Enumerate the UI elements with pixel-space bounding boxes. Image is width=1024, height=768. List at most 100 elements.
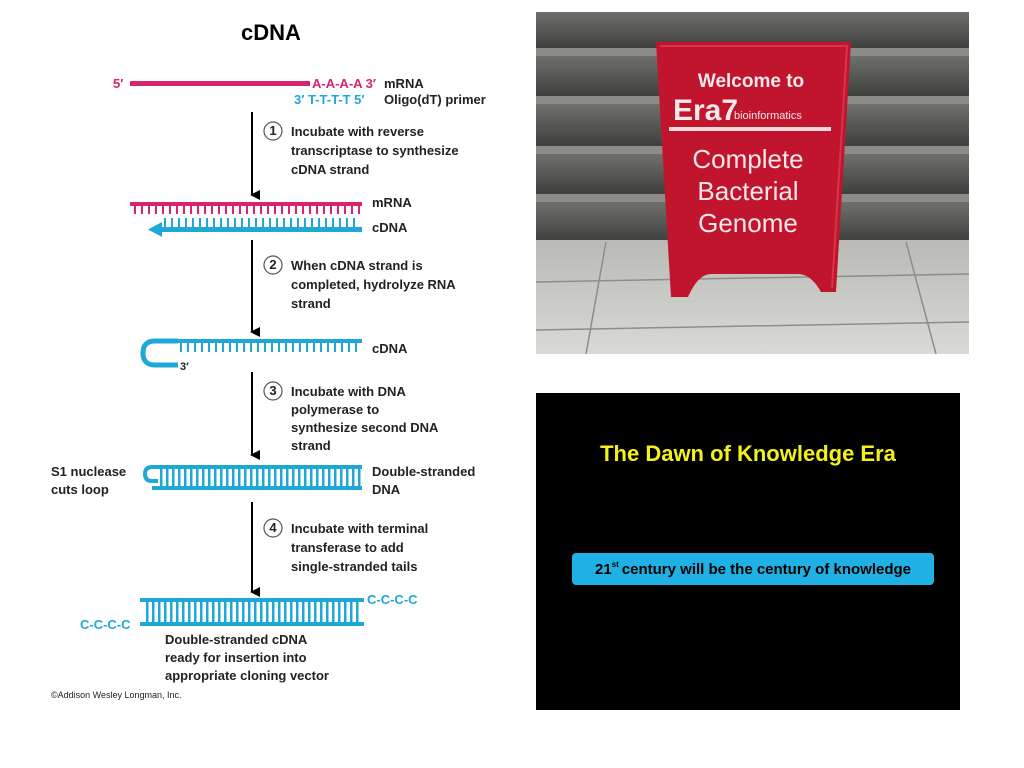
base-tick [323, 206, 325, 214]
base-tick [316, 206, 318, 214]
base-tick [230, 602, 233, 622]
base-tick [260, 206, 262, 214]
base-tick [208, 343, 210, 352]
base-tick [236, 343, 238, 352]
sign-illustration: Welcome to Era7 bioinformatics Complete … [536, 12, 969, 354]
base-tick [246, 206, 248, 214]
base-tick [332, 218, 334, 227]
base-tick [309, 206, 311, 214]
base-tick [238, 469, 241, 486]
step-2-line-1: When cDNA strand is [291, 258, 423, 273]
base-tick [330, 206, 332, 214]
base-tick [318, 218, 320, 227]
hybrid-cdna-label: cDNA [372, 220, 408, 235]
base-tick [274, 469, 277, 486]
base-tick [226, 469, 229, 486]
base-tick [253, 206, 255, 214]
base-tick [232, 206, 234, 214]
base-tick [187, 343, 189, 352]
base-tick [158, 602, 161, 622]
sign-complete: Complete [692, 144, 803, 174]
base-tick [313, 343, 315, 352]
base-tick [164, 218, 166, 227]
base-tick [262, 218, 264, 227]
base-tick [302, 602, 305, 622]
slide-box-ordinal: st [611, 559, 619, 569]
base-tick [204, 206, 206, 214]
base-tick [199, 218, 201, 227]
step-3-line-4: strand [291, 438, 331, 453]
base-tick [344, 602, 347, 622]
step-number-3: 3 [269, 383, 276, 398]
base-tick [271, 343, 273, 352]
base-tick [264, 343, 266, 352]
slide-box-text: century will be the century of knowledge [621, 560, 912, 578]
slide-title: The Dawn of Knowledge Era [600, 441, 896, 466]
base-tick [352, 469, 355, 486]
cdna-synthesis-diagram: 5′ A-A-A-A 3′ mRNA 3′ T-T-T-T 5′ Oligo(d… [51, 76, 486, 700]
oligo-dt-primer-label: Oligo(dT) primer [384, 92, 486, 107]
base-tick [288, 206, 290, 214]
base-tick [326, 602, 329, 622]
base-tick [201, 343, 203, 352]
base-tick [255, 218, 257, 227]
base-tick [290, 218, 292, 227]
base-tick [358, 469, 361, 486]
base-tick [280, 469, 283, 486]
base-tick [244, 469, 247, 486]
base-tick [194, 602, 197, 622]
mrna-label-top: mRNA [384, 76, 424, 91]
base-tick [285, 343, 287, 352]
base-tick [215, 343, 217, 352]
base-tick [346, 218, 348, 227]
step-number-2: 2 [269, 257, 276, 272]
oligo-dt-sequence: 3′ T-T-T-T 5′ [294, 92, 365, 107]
base-tick [206, 602, 209, 622]
base-tick [152, 602, 155, 622]
base-tick [146, 602, 149, 622]
base-tick [340, 469, 343, 486]
base-tick [334, 469, 337, 486]
base-tick [172, 469, 175, 486]
base-tick [170, 602, 173, 622]
base-tick [274, 206, 276, 214]
tail-left: C-C-C-C [80, 617, 131, 632]
base-tick [283, 218, 285, 227]
base-tick [248, 218, 250, 227]
base-tick [242, 602, 245, 622]
hybrid-mrna-label: mRNA [372, 195, 412, 210]
base-tick [353, 218, 355, 227]
base-tick [155, 206, 157, 214]
base-tick [250, 469, 253, 486]
base-tick [220, 469, 223, 486]
sign-bacterial: Bacterial [697, 176, 798, 206]
base-tick [314, 602, 317, 622]
base-tick [232, 469, 235, 486]
ds-dna-line-1: Double-stranded [372, 464, 475, 479]
base-tick [322, 469, 325, 486]
base-tick [328, 469, 331, 486]
step-4-line-1: Incubate with terminal [291, 521, 428, 536]
step-number-1-circle [263, 121, 283, 141]
base-tick [355, 343, 357, 352]
base-tick [160, 469, 163, 486]
cdna-growth-arrowhead [148, 222, 162, 237]
base-tick [190, 469, 193, 486]
base-tick [278, 602, 281, 622]
step-2-line-2: completed, hydrolyze RNA [291, 277, 456, 292]
base-tick [192, 218, 194, 227]
base-tick [176, 602, 179, 622]
base-tick [183, 206, 185, 214]
base-tick [212, 602, 215, 622]
base-tick [222, 343, 224, 352]
base-tick [316, 469, 319, 486]
step-1-line-1: Incubate with reverse [291, 124, 424, 139]
hybrid-cdna-bases [164, 218, 355, 227]
base-tick [184, 469, 187, 486]
base-tick [325, 218, 327, 227]
base-tick [218, 602, 221, 622]
base-tick [176, 206, 178, 214]
base-tick [236, 602, 239, 622]
step-number-4-circle [263, 518, 283, 538]
